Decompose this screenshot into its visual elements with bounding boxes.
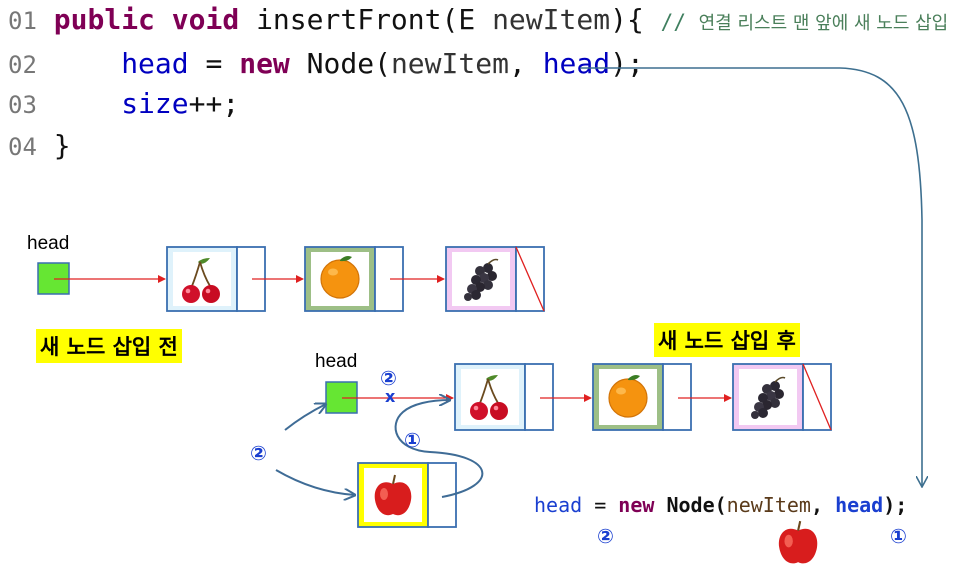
new-node-apple [357, 462, 457, 528]
node-cherry-before [166, 246, 266, 312]
code-text: ); [610, 47, 644, 80]
node-cherry-after [454, 363, 554, 431]
code-text: = [188, 47, 240, 80]
code-comment: // [660, 10, 699, 34]
node-orange-before [304, 246, 404, 312]
head-pointer-box-after [325, 381, 358, 414]
line-number: 01 [8, 7, 37, 35]
line-number: 02 [8, 51, 37, 79]
code-var: size [121, 87, 189, 120]
expr-step1-marker: ① [890, 524, 907, 548]
code-text: Node( [289, 47, 391, 80]
after-insert-label: 새 노드 삽입 후 [654, 323, 800, 357]
node-orange-after [592, 363, 692, 431]
code-param: newItem [492, 3, 611, 36]
line-number: 03 [8, 91, 37, 119]
code-param: newItem [390, 47, 509, 80]
expr-keyword: new [618, 493, 655, 517]
code-line-1: 01 public void insertFront(E newItem){ /… [8, 0, 948, 44]
cut-mark: x [385, 387, 396, 406]
step2-marker-top: ② [380, 366, 397, 390]
step2-new-node-arrow [275, 469, 355, 495]
code-line-3: 03 size++; [8, 84, 239, 125]
step1-marker: ① [404, 428, 421, 452]
code-line-4: 04 } [8, 126, 71, 167]
expr-step2-marker: ② [597, 524, 614, 548]
code-comment-korean: 연결 리스트 맨 앞에 새 노드 삽입 [698, 13, 949, 34]
step2-head-arrow [284, 404, 326, 431]
node-grape-before [445, 246, 545, 312]
expr-var: head [835, 493, 884, 517]
expr-text: , [810, 493, 836, 517]
expr-text: Node( [654, 493, 727, 517]
code-text: , [508, 47, 543, 80]
head-label-after: head [315, 351, 358, 372]
step1-link-arrow [394, 400, 484, 498]
null-slash [515, 246, 545, 312]
code-keyword: new [239, 47, 290, 80]
code-var: head [542, 47, 611, 80]
step2-marker-left: ② [250, 441, 267, 465]
code-line-2: 02 head = new Node(newItem, head); [8, 44, 644, 85]
node-grape-after [732, 363, 832, 431]
code-text: ++; [188, 87, 240, 120]
expr-text: = [582, 493, 619, 517]
expr-var: head [534, 493, 583, 517]
expression-line: head = new Node(newItem, head); [534, 493, 907, 517]
before-insert-label: 새 노드 삽입 전 [36, 329, 182, 363]
code-var: head [121, 47, 189, 80]
expr-text: ); [883, 493, 908, 517]
code-to-expression-arrow [580, 67, 922, 486]
code-text: } [53, 129, 71, 162]
line-number: 04 [8, 133, 37, 161]
code-text: insertFront(E [256, 3, 493, 36]
code-text: ){ [610, 3, 661, 36]
null-slash [802, 363, 832, 431]
head-label-before: head [27, 233, 70, 254]
expr-param: newItem [726, 493, 811, 517]
code-keyword: public void [53, 3, 257, 36]
apple-icon [777, 520, 819, 565]
